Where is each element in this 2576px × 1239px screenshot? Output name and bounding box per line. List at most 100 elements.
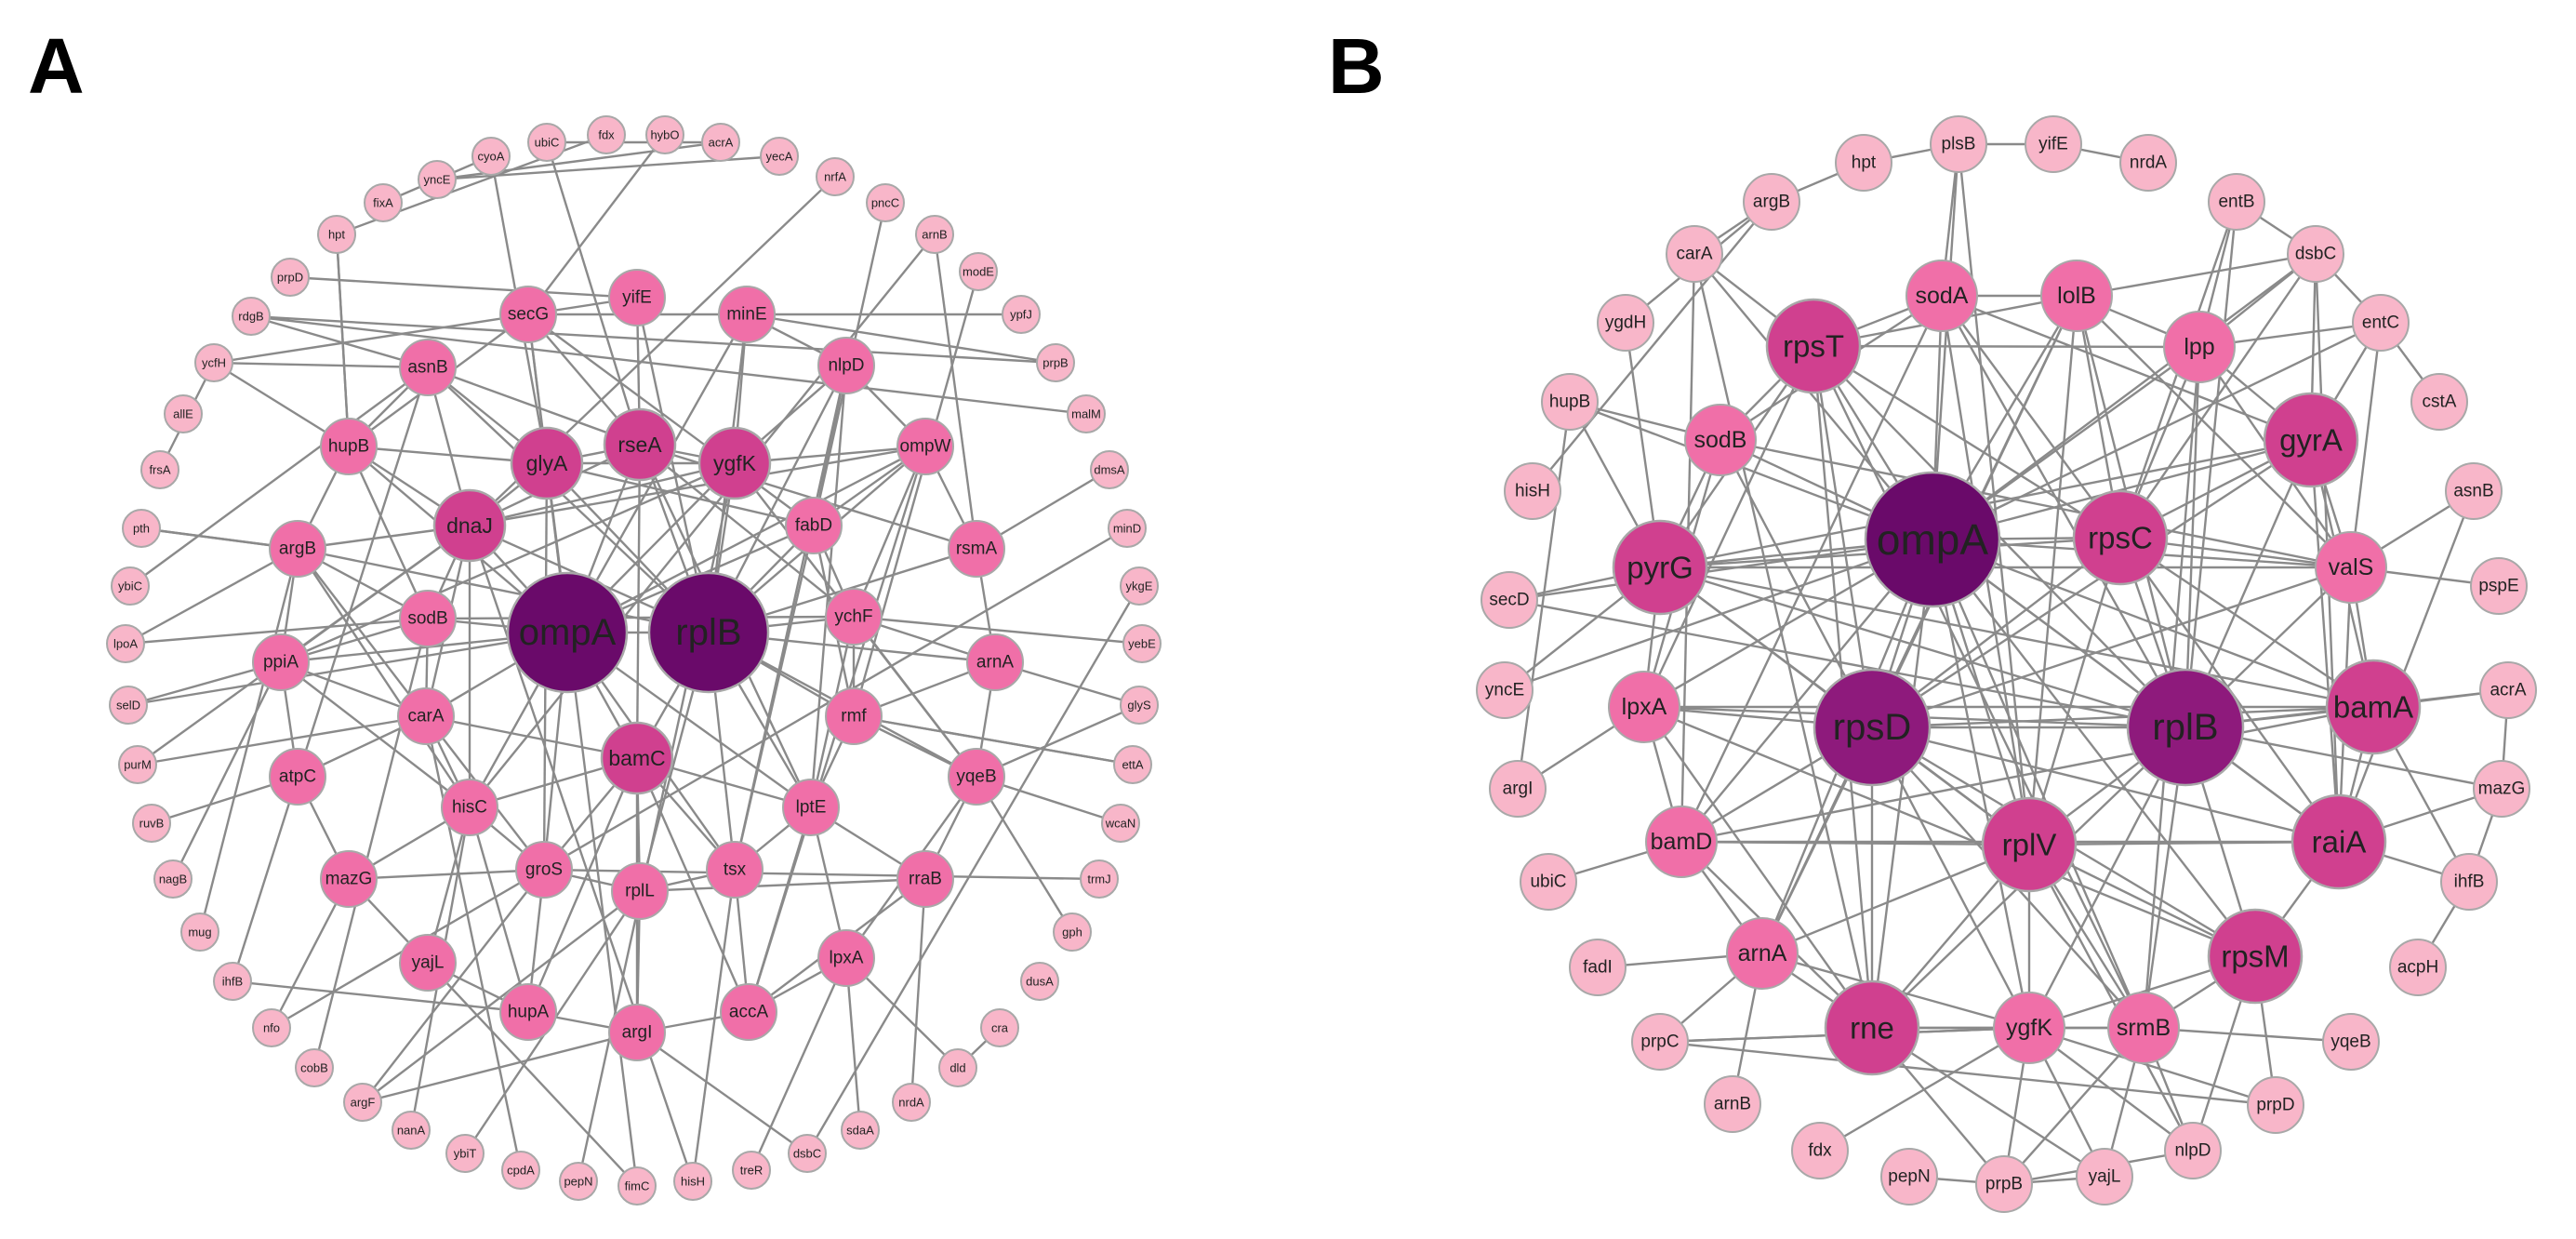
edge-tsx-hisH: [691, 869, 737, 1182]
node-circle: [825, 588, 883, 646]
node-label: hisC: [452, 798, 487, 818]
node-label: ruvB: [139, 817, 165, 831]
node-circle: [1541, 373, 1599, 431]
node-circle: [213, 962, 252, 1001]
node-yqeB: yqeB: [2322, 1013, 2380, 1071]
edge-rsmA-arnB: [933, 233, 978, 550]
node-circle: [180, 913, 219, 952]
node-circle: [1975, 1155, 2033, 1213]
node-circle: [866, 183, 905, 222]
edge-rpsD-raiA: [1871, 726, 2340, 844]
node-argB: argB: [1743, 173, 1800, 231]
edge-yebE-ychF: [853, 615, 1143, 646]
node-label: dsbC: [793, 1147, 821, 1161]
node-dld: dld: [938, 1048, 977, 1087]
node-ygdH: ygdH: [1597, 294, 1654, 352]
edge-rpsC-rpsT: [1812, 344, 2121, 540]
node-mazG: mazG: [320, 850, 378, 908]
node-label: trmJ: [1087, 873, 1110, 886]
node-pncC: pncC: [866, 183, 905, 222]
node-circle: [1631, 1013, 1689, 1071]
node-label: lpoA: [113, 637, 138, 651]
node-label: cra: [991, 1021, 1009, 1035]
node-cra: cra: [980, 1008, 1019, 1047]
node-label: modE: [963, 265, 994, 279]
node-prpB: prpB: [1036, 343, 1075, 382]
node-circle: [841, 1111, 880, 1150]
node-label: yqeB: [956, 767, 996, 787]
node-label: hybO: [650, 128, 679, 142]
node-circle: [1481, 571, 1538, 629]
edge-minE-prpB: [746, 313, 1056, 365]
node-label: pth: [133, 522, 150, 536]
node-label: arnA: [1738, 940, 1787, 966]
node-label: sodA: [1916, 283, 1969, 309]
node-label: malM: [1071, 407, 1101, 421]
node-label: rplB: [2152, 707, 2218, 748]
node-hisC: hisC: [441, 779, 498, 836]
edge-glyA-fabD: [546, 461, 815, 527]
node-circle: [2325, 659, 2422, 755]
node-label: argF: [351, 1096, 376, 1110]
node-circle: [1905, 260, 1978, 332]
edge-ubiC-rseA: [545, 141, 642, 446]
node-selD: selD: [109, 686, 148, 725]
node-label: acpH: [2397, 958, 2438, 978]
node-circle: [706, 841, 764, 899]
node-label: ihfB: [2454, 873, 2485, 892]
node-circle: [2315, 531, 2387, 604]
node-ompA: ompA: [1864, 471, 2001, 608]
node-fimC: fimC: [617, 1166, 657, 1206]
node-yajL: yajL: [2076, 1148, 2133, 1206]
node-circle: [2107, 992, 2180, 1064]
node-label: yajL: [2089, 1167, 2121, 1187]
node-label: ygfK: [2006, 1015, 2052, 1041]
node-rpsD: rpsD: [1812, 668, 1932, 787]
node-label: pncC: [871, 196, 899, 210]
edge-pyrG-bamA: [1659, 566, 2374, 709]
node-label: yifE: [2038, 135, 2068, 154]
node-circle: [896, 850, 954, 908]
edge-valS-entC: [2349, 322, 2383, 568]
node-label: valS: [2329, 554, 2374, 580]
node-circle: [252, 633, 310, 691]
node-circle: [153, 859, 193, 899]
node-pepN: pepN: [1880, 1148, 1938, 1206]
node-circle: [122, 509, 161, 548]
edge-rplB-lpp: [2184, 346, 2201, 728]
node-circle: [2040, 260, 2113, 332]
node-circle: [2163, 311, 2236, 383]
node-rdgB: rdgB: [232, 297, 271, 336]
node-secD: secD: [1481, 571, 1538, 629]
node-mazG: mazG: [2473, 760, 2530, 818]
node-label: minE: [726, 305, 766, 325]
node-label: cobB: [300, 1061, 328, 1075]
node-circle: [1791, 1122, 1849, 1179]
node-circle: [760, 137, 799, 176]
node-label: prpC: [1640, 1032, 1679, 1052]
node-sodA: sodA: [1905, 260, 1978, 332]
edge-carA-purM: [137, 714, 427, 766]
edge-rpsD-gyrA: [1871, 438, 2312, 729]
node-circle: [232, 297, 271, 336]
node-rraB: rraB: [896, 850, 954, 908]
edge-arnB-hisC: [469, 233, 936, 808]
node-rmf: rmf: [825, 687, 883, 745]
node-nrdA: nrdA: [892, 1083, 931, 1122]
node-circle: [510, 426, 584, 500]
edge-prpC-prpD: [1659, 1040, 2277, 1107]
node-circle: [1504, 462, 1561, 520]
edge-asnB-ycfH: [213, 361, 429, 369]
node-circle: [2119, 134, 2177, 192]
node-cpdA: cpdA: [501, 1151, 540, 1190]
edge-ykgE-dsbC: [805, 585, 1141, 1154]
node-label: selD: [116, 699, 140, 713]
node-label: dsbC: [2295, 245, 2336, 264]
node-yecA: yecA: [760, 137, 799, 176]
node-acrA: acrA: [701, 123, 740, 162]
node-label: ypfJ: [1010, 308, 1032, 322]
node-circle: [1812, 668, 1932, 787]
node-prpD: prpD: [271, 258, 310, 297]
node-hpt: hpt: [317, 215, 356, 254]
